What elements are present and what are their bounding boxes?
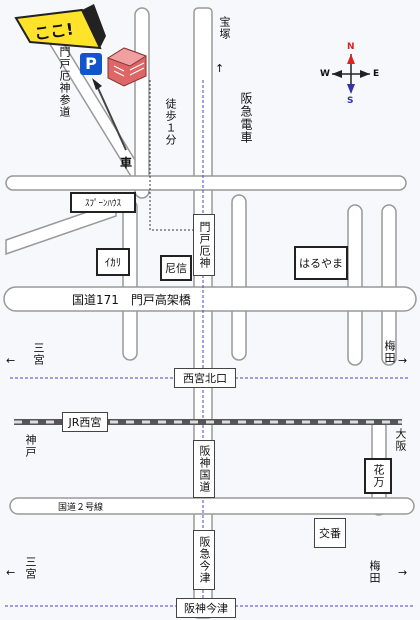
train-line-label: 阪急電車 [239, 92, 253, 144]
hankyu-kogen-box: 阪神国道 [193, 440, 215, 498]
amashin-box: 尼信 [160, 255, 192, 281]
route2-label: 国道２号線 [58, 503, 104, 513]
mondo-station-box: 門戸厄神 [193, 214, 215, 276]
spoon-house-box: ｽﾌﾟｰﾝﾊｳｽ [70, 192, 136, 213]
harukayama-box: はるやま [294, 246, 348, 280]
sannomiya-label-1-text: 三宮 [32, 342, 45, 366]
sannomiya-label-2: 三宮 [24, 556, 37, 580]
car-label: 車 [120, 156, 133, 170]
compass-west: W [320, 69, 330, 79]
route171-label: 国道171 門戸高架橋 [72, 293, 191, 307]
hanshin-imazu-box: 阪神今津 [176, 598, 236, 618]
parking-sign: P [80, 53, 102, 75]
ikari-box: ｲｶﾘ [96, 248, 130, 276]
building-icon [106, 47, 148, 87]
osaka-label: 大阪 [394, 428, 407, 452]
road-v2-shape [231, 194, 247, 361]
compass-rose [332, 54, 370, 94]
koban-box: 交番 [314, 518, 346, 548]
road-v1-shape [122, 199, 138, 361]
compass-north: N [347, 42, 355, 52]
sannomiya-label-1: ← [6, 354, 16, 367]
left-diagonal-shape [5, 200, 117, 256]
sannomiya-arrow-2: ← [6, 566, 16, 579]
route2-shape [9, 497, 415, 515]
compass-east: E [373, 69, 380, 79]
walk-path [149, 80, 194, 231]
north-arrow-icon: ↑ [215, 62, 225, 75]
hankyu-imazu-box: 阪急今津 [193, 530, 215, 590]
hanamasa-box: 花万 [364, 458, 392, 494]
approach-road-label: 門戸厄神参道 [58, 46, 71, 118]
north-road-shape [134, 7, 150, 199]
route171-shape [3, 286, 417, 312]
umeda-arrow-1: → [398, 354, 408, 367]
compass-south: S [347, 96, 354, 106]
here-banner-tail [82, 4, 106, 48]
jr-nishinomiya-box: JR西宮 [62, 412, 108, 432]
north-town-label: 宝塚 [218, 16, 231, 40]
umeda-arrow-2: → [398, 566, 408, 579]
umeda-label-2: 梅田 [368, 560, 381, 584]
car-arrow [97, 87, 127, 151]
car-arrow-head [92, 78, 102, 90]
walk-time-label: 徒歩１分 [164, 98, 177, 146]
road-v3-shape [347, 204, 363, 366]
road-v4-shape [381, 204, 397, 366]
umeda-label-1: 梅田 [383, 340, 396, 364]
nishinomiya-kitaguchi-box: 西宮北口 [174, 368, 236, 388]
kobe-label: 神戸 [24, 434, 37, 458]
upper-road-shape [5, 175, 407, 191]
